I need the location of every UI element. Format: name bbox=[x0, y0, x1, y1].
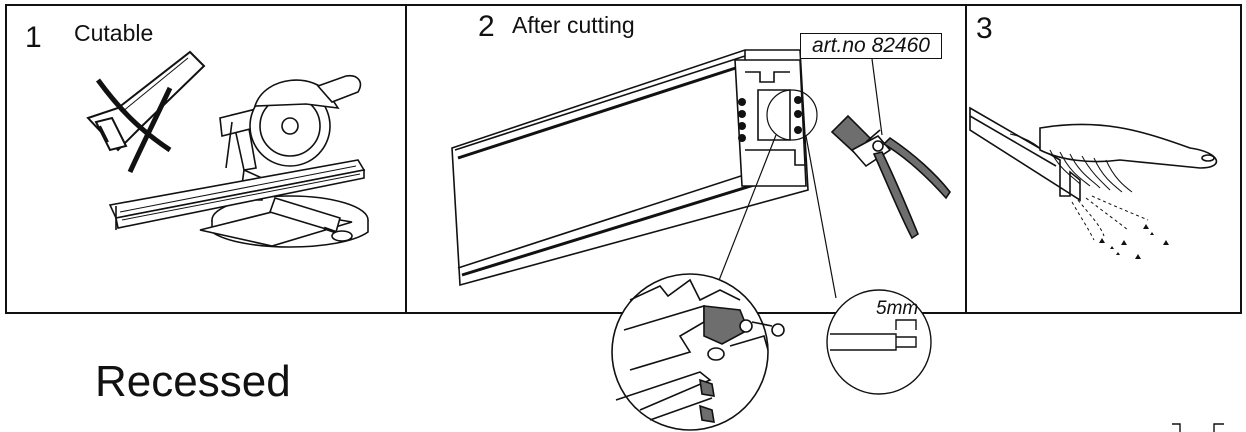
track-profile-icon bbox=[451, 49, 809, 287]
zoom-leader-right bbox=[805, 135, 837, 299]
panel-1-number: 1 bbox=[25, 21, 42, 54]
conductor-dots bbox=[738, 96, 802, 142]
wire-strip-detail-icon bbox=[826, 289, 932, 395]
panel-2-title: After cutting bbox=[512, 12, 635, 38]
art-no-leader bbox=[871, 58, 883, 136]
hand-saw-crossed-icon bbox=[86, 50, 206, 174]
partial-symbols bbox=[1172, 423, 1224, 432]
strip-length-label: 5mm bbox=[876, 298, 919, 319]
zoom-leader-left bbox=[715, 134, 777, 289]
panel-3-frame bbox=[965, 4, 1242, 314]
panel-2-number: 2 bbox=[478, 10, 495, 43]
dust-specks bbox=[1099, 224, 1169, 259]
wire-stripper-icon bbox=[830, 114, 951, 240]
panel-1-title: Cutable bbox=[74, 20, 154, 46]
miter-saw-icon bbox=[108, 74, 369, 248]
brush-icon bbox=[969, 106, 1218, 202]
panel-1-frame bbox=[5, 4, 407, 314]
zoom-source-circle bbox=[766, 89, 818, 141]
dust-particles bbox=[1071, 195, 1149, 241]
zoom-detail-icon bbox=[611, 273, 785, 431]
panel-3-number: 3 bbox=[976, 12, 993, 45]
section-heading: Recessed bbox=[95, 357, 291, 406]
art-no-label: art.no 82460 bbox=[800, 33, 942, 59]
